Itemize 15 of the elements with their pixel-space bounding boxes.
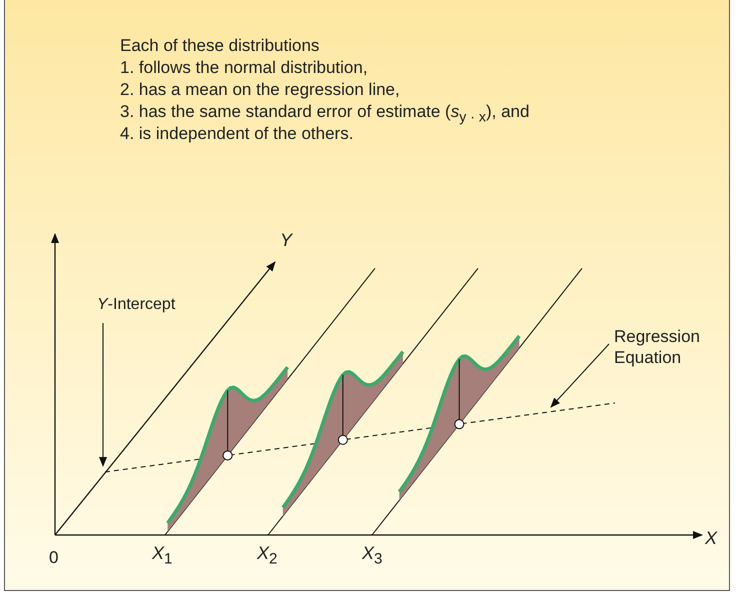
note-text: 1. follows the normal distribution, [120,58,368,78]
axis-label: X$_{3}$ [362,543,382,568]
callout-text: Y-Intercept [97,295,176,315]
axis-label: 0 [49,548,58,568]
axis-label: X$_{1}$ [152,543,172,568]
leader-arrow [550,344,610,408]
note-text: 3. has the same standard error of estimate (s$_{y · x}$), and [120,102,530,126]
callout-text: Regression Equation [614,326,724,368]
note-text: Each of these distributions [120,36,320,56]
note-text: 4. is independent of the others. [120,124,354,144]
axis-label: Y [280,230,292,251]
note-text: 2. has a mean on the regression line, [120,80,400,100]
axis-label: X [705,528,718,549]
axis-label: X$_{2}$ [257,543,278,568]
leader-arrow [99,322,107,467]
